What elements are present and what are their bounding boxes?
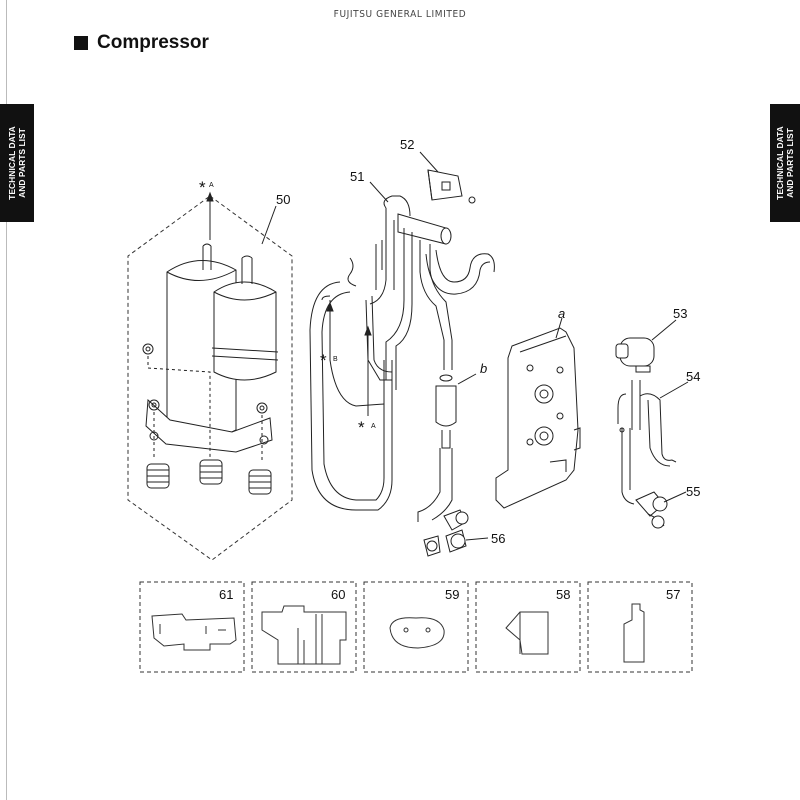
service-valve	[445, 529, 467, 553]
section-title-text: Compressor	[97, 32, 209, 53]
marker-letter-bottom: A	[371, 423, 376, 430]
service-valve	[443, 509, 469, 531]
callout-51: 51	[350, 169, 364, 184]
marker-letter-b: B	[333, 356, 338, 363]
callout-a: a	[558, 306, 565, 321]
insulation-box-60	[251, 581, 357, 673]
callout-53: 53	[673, 306, 687, 321]
expansion-valve-assembly	[615, 319, 689, 529]
callout-52: 52	[400, 137, 414, 152]
callout-57: 57	[666, 587, 680, 602]
side-tab-left: TECHNICAL DATA AND PARTS LIST	[0, 104, 34, 222]
compressor-assembly	[127, 191, 293, 561]
header-brand: FUJITSU GENERAL LIMITED	[333, 9, 467, 20]
callout-56: 56	[491, 531, 505, 546]
callout-55: 55	[686, 484, 700, 499]
strainer	[435, 374, 457, 449]
callout-61: 61	[219, 587, 233, 602]
marker-star-top: *	[199, 178, 206, 197]
insulation-part-59	[389, 617, 445, 649]
compressor-side-panel	[495, 317, 581, 509]
accumulator	[213, 281, 277, 381]
insulation-part-60	[261, 605, 347, 665]
callout-54: 54	[686, 369, 700, 384]
callout-b: b	[480, 361, 487, 376]
side-tab-right: TECHNICAL DATA AND PARTS LIST	[770, 104, 800, 222]
rubber-mount	[199, 459, 223, 485]
connector-nut	[635, 491, 668, 529]
insulation-part-61	[151, 613, 237, 651]
piping-assembly	[309, 151, 495, 557]
rubber-mount	[146, 463, 170, 489]
marker-star-b: *	[320, 351, 327, 370]
insulation-box-58	[475, 581, 581, 673]
valve-coil	[427, 169, 476, 204]
expansion-valve-coil	[615, 337, 655, 373]
square-bullet-icon	[74, 36, 88, 50]
insulation-part-58	[505, 611, 549, 655]
callout-50: 50	[276, 192, 290, 207]
insulation-box-57	[587, 581, 693, 673]
page-margin-rule	[6, 0, 7, 800]
marker-star-bottom: *	[358, 418, 365, 437]
callout-60: 60	[331, 587, 345, 602]
insulation-box-59	[363, 581, 469, 673]
rubber-mount	[248, 469, 272, 495]
section-title: Compressor	[74, 32, 209, 54]
compressor-boundary	[127, 195, 293, 561]
reference-markers: * A * B * A	[199, 178, 376, 437]
callout-58: 58	[556, 587, 570, 602]
marker-letter-top: A	[209, 182, 214, 189]
insulation-parts-row	[139, 581, 693, 673]
callout-59: 59	[445, 587, 459, 602]
insulation-part-57	[623, 603, 645, 663]
insulation-box-61	[139, 581, 245, 673]
service-valve	[423, 535, 441, 557]
callout-labels: 50 51 52 53 54 55 56 61 60 59 58 57 a b	[219, 137, 700, 602]
